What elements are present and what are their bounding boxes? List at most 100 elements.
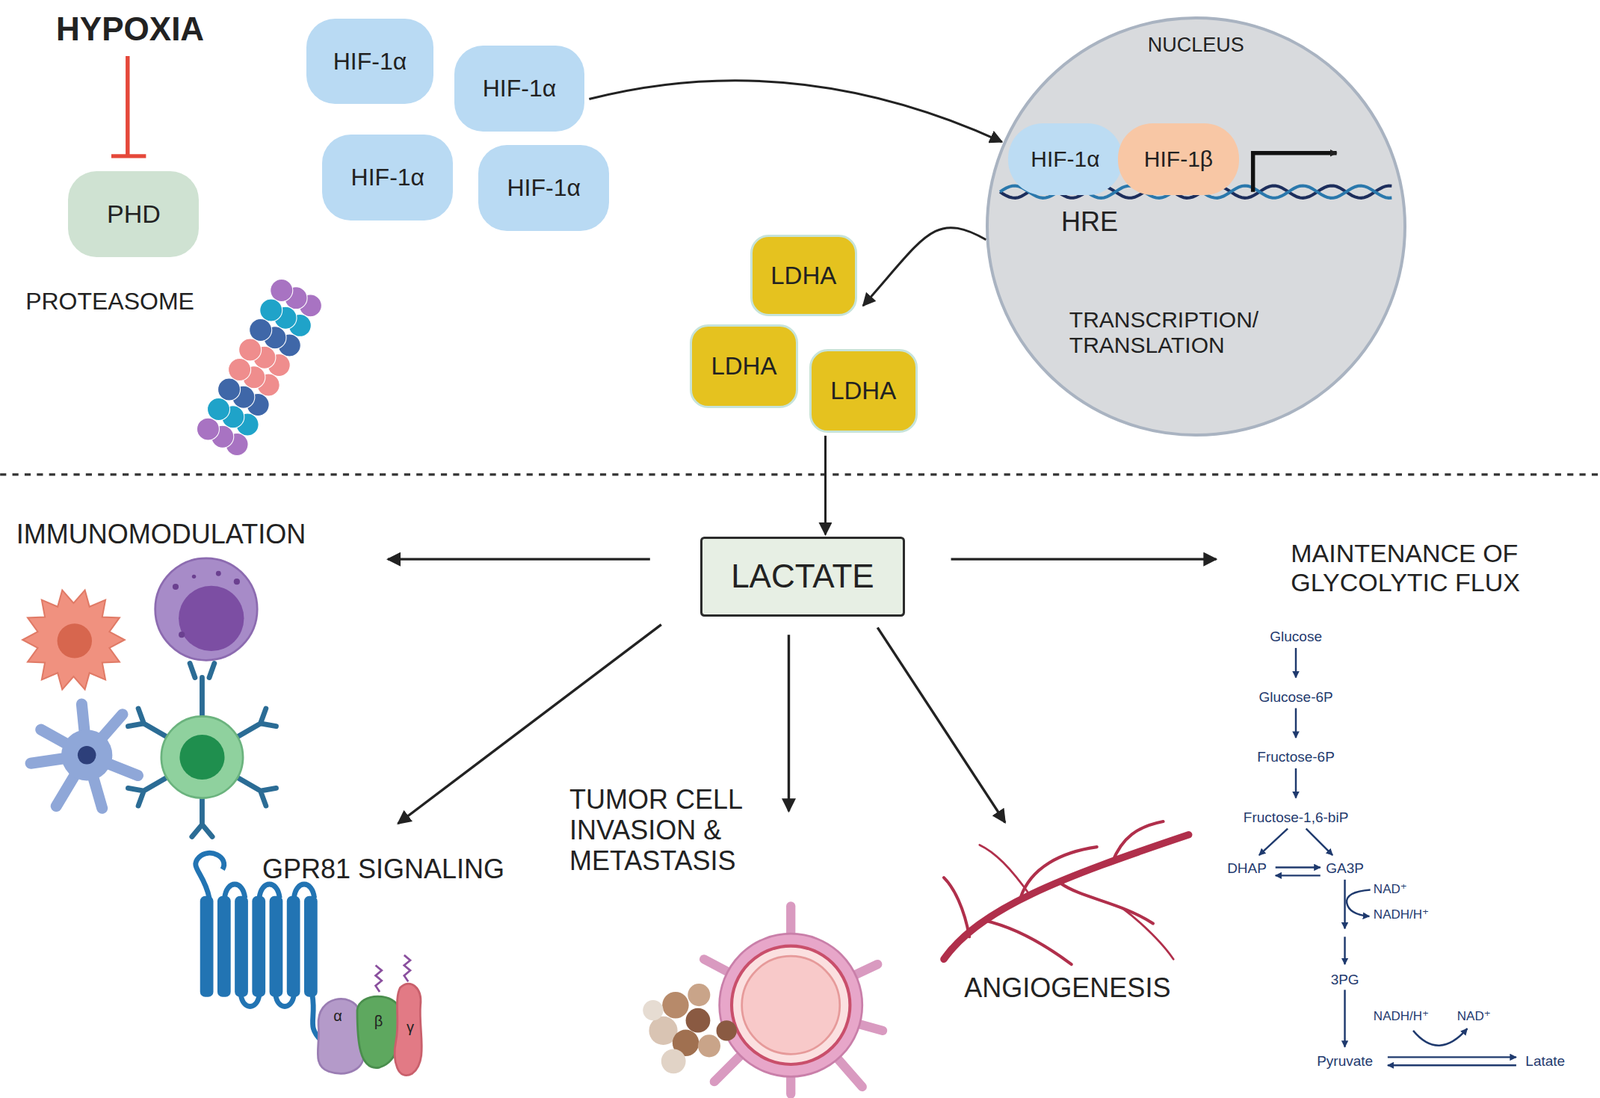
blood-vessel bbox=[661, 1048, 687, 1074]
blood-vessel bbox=[686, 1008, 711, 1033]
blood-vessel bbox=[697, 1034, 721, 1057]
enzyme-box: LDHA bbox=[809, 348, 918, 433]
glycolysis-arrows bbox=[1259, 647, 1517, 1065]
metabolite-box: LACTATE bbox=[700, 536, 905, 617]
flow-arrow bbox=[824, 435, 827, 535]
angiogenesis-vessels bbox=[943, 834, 1189, 960]
protein-box: HIF-1α bbox=[454, 45, 586, 132]
proteasome-icon bbox=[249, 318, 273, 341]
dna-element-label: HRE bbox=[1061, 206, 1118, 237]
metabolite-label: Glucose bbox=[1269, 628, 1322, 645]
angiogenesis-vessels bbox=[1112, 821, 1163, 863]
proteasome-icon bbox=[270, 278, 293, 302]
glycolysis-arrows bbox=[1295, 707, 1297, 738]
immune-cells bbox=[178, 585, 244, 651]
dna-helix bbox=[1253, 153, 1337, 193]
metabolite-label: NAD⁺ bbox=[1457, 1008, 1491, 1024]
blood-vessel bbox=[662, 991, 689, 1018]
process-label: TRANSCRIPTION/ TRANSLATION bbox=[1069, 307, 1294, 359]
effect-label: MAINTENANCE OF GLYCOLYTIC FLUX bbox=[1290, 538, 1598, 598]
proteasome-icon bbox=[207, 398, 230, 421]
proteasome-icon bbox=[218, 378, 241, 401]
gpcr-receptor bbox=[375, 955, 411, 992]
subunit-label: β bbox=[374, 1012, 384, 1030]
immune-cells bbox=[30, 703, 138, 808]
metabolite-label: Glucose-6P bbox=[1258, 689, 1333, 706]
gpcr-receptor bbox=[286, 896, 301, 997]
metabolite-label: NADH/H⁺ bbox=[1373, 1008, 1429, 1024]
immune-cells bbox=[161, 715, 243, 798]
angiogenesis-vessels bbox=[1061, 883, 1154, 923]
immune-cells bbox=[61, 729, 113, 781]
proteasome-icon bbox=[239, 338, 262, 361]
immune-cells bbox=[192, 574, 196, 579]
glycolysis-arrows bbox=[1275, 874, 1321, 876]
node-label: HIF-1β bbox=[1144, 146, 1213, 173]
node-label: HIF-1α bbox=[482, 74, 557, 103]
subunit-label: α bbox=[333, 1007, 343, 1025]
node-label: HIF-1α bbox=[507, 174, 582, 202]
dna-helix bbox=[999, 185, 1392, 198]
inhibition-line bbox=[111, 153, 146, 158]
protein-box: HIF-1α bbox=[478, 144, 610, 231]
angiogenesis-vessels bbox=[979, 844, 1031, 896]
immune-cells bbox=[172, 583, 179, 590]
immune-cells bbox=[192, 798, 213, 837]
proteasome-icon bbox=[228, 358, 252, 382]
glycolysis-arrows bbox=[1295, 768, 1297, 799]
immune-cells bbox=[178, 631, 185, 638]
gpcr-receptor bbox=[195, 852, 225, 898]
metabolite-label: NAD⁺ bbox=[1373, 881, 1408, 897]
glycolysis-arrows bbox=[1275, 866, 1321, 868]
protein-box: HIF-1α bbox=[306, 18, 435, 105]
effect-label: IMMUNOMODULATION bbox=[16, 518, 306, 550]
nucleus-circle: NUCLEUSTRANSCRIPTION/ TRANSLATIONHIF-1αH… bbox=[985, 16, 1407, 438]
inhibition-line bbox=[111, 56, 146, 157]
gpcr-receptor bbox=[195, 852, 423, 1075]
flow-arrow bbox=[863, 227, 987, 306]
blood-vessel bbox=[642, 999, 663, 1021]
angiogenesis-vessels bbox=[943, 821, 1189, 965]
immune-cells bbox=[189, 662, 215, 716]
metabolite-label: Fructose-1,6-biP bbox=[1243, 809, 1349, 826]
gpcr-receptor bbox=[234, 896, 249, 997]
angiogenesis-vessels bbox=[984, 919, 1072, 965]
gpcr-receptor bbox=[304, 896, 318, 997]
g-gamma bbox=[394, 983, 422, 1076]
enzyme-box: PHD bbox=[68, 171, 199, 258]
blood-vessel bbox=[716, 1020, 737, 1041]
gpcr-receptor bbox=[200, 896, 318, 997]
immune-cells bbox=[233, 578, 240, 585]
subunit-label: γ bbox=[406, 1018, 415, 1036]
immune-cells bbox=[192, 798, 213, 837]
glycolysis-arrows bbox=[1413, 1028, 1467, 1046]
lactate-arrows bbox=[951, 557, 1217, 560]
glycolysis-arrows bbox=[1295, 647, 1297, 678]
metabolite-label: Latate bbox=[1525, 1052, 1565, 1070]
dna-helix bbox=[999, 185, 1392, 198]
gpcr-receptor bbox=[251, 896, 266, 997]
protein-box: HIF-1α bbox=[1008, 123, 1123, 196]
gpcr-receptor bbox=[200, 896, 214, 997]
effect-label: GPR81 SIGNALING bbox=[262, 853, 505, 885]
enzyme-box: LDHA bbox=[750, 234, 858, 317]
enzyme-box: LDHA bbox=[689, 324, 799, 409]
proteasome-icon bbox=[260, 298, 283, 322]
gpcr-receptor bbox=[269, 896, 284, 997]
protein-box: HIF-1β bbox=[1117, 123, 1239, 196]
blood-vessel bbox=[719, 933, 863, 1077]
angiogenesis-vessels bbox=[943, 877, 970, 937]
immune-cells bbox=[57, 623, 92, 658]
section-divider bbox=[0, 473, 1600, 476]
immune-cells bbox=[22, 590, 125, 690]
glycolysis-arrows bbox=[1343, 989, 1346, 1047]
glycolysis-arrows bbox=[1343, 879, 1346, 929]
blood-vessel bbox=[642, 905, 883, 1094]
blood-vessel bbox=[703, 905, 883, 1094]
glycolysis-arrows bbox=[1346, 889, 1371, 916]
immune-cells bbox=[155, 558, 258, 661]
protein-box: HIF-1α bbox=[322, 134, 453, 221]
immune-cells bbox=[215, 570, 222, 577]
glycolysis-arrows bbox=[1387, 1055, 1517, 1058]
immune-cells bbox=[189, 662, 215, 716]
